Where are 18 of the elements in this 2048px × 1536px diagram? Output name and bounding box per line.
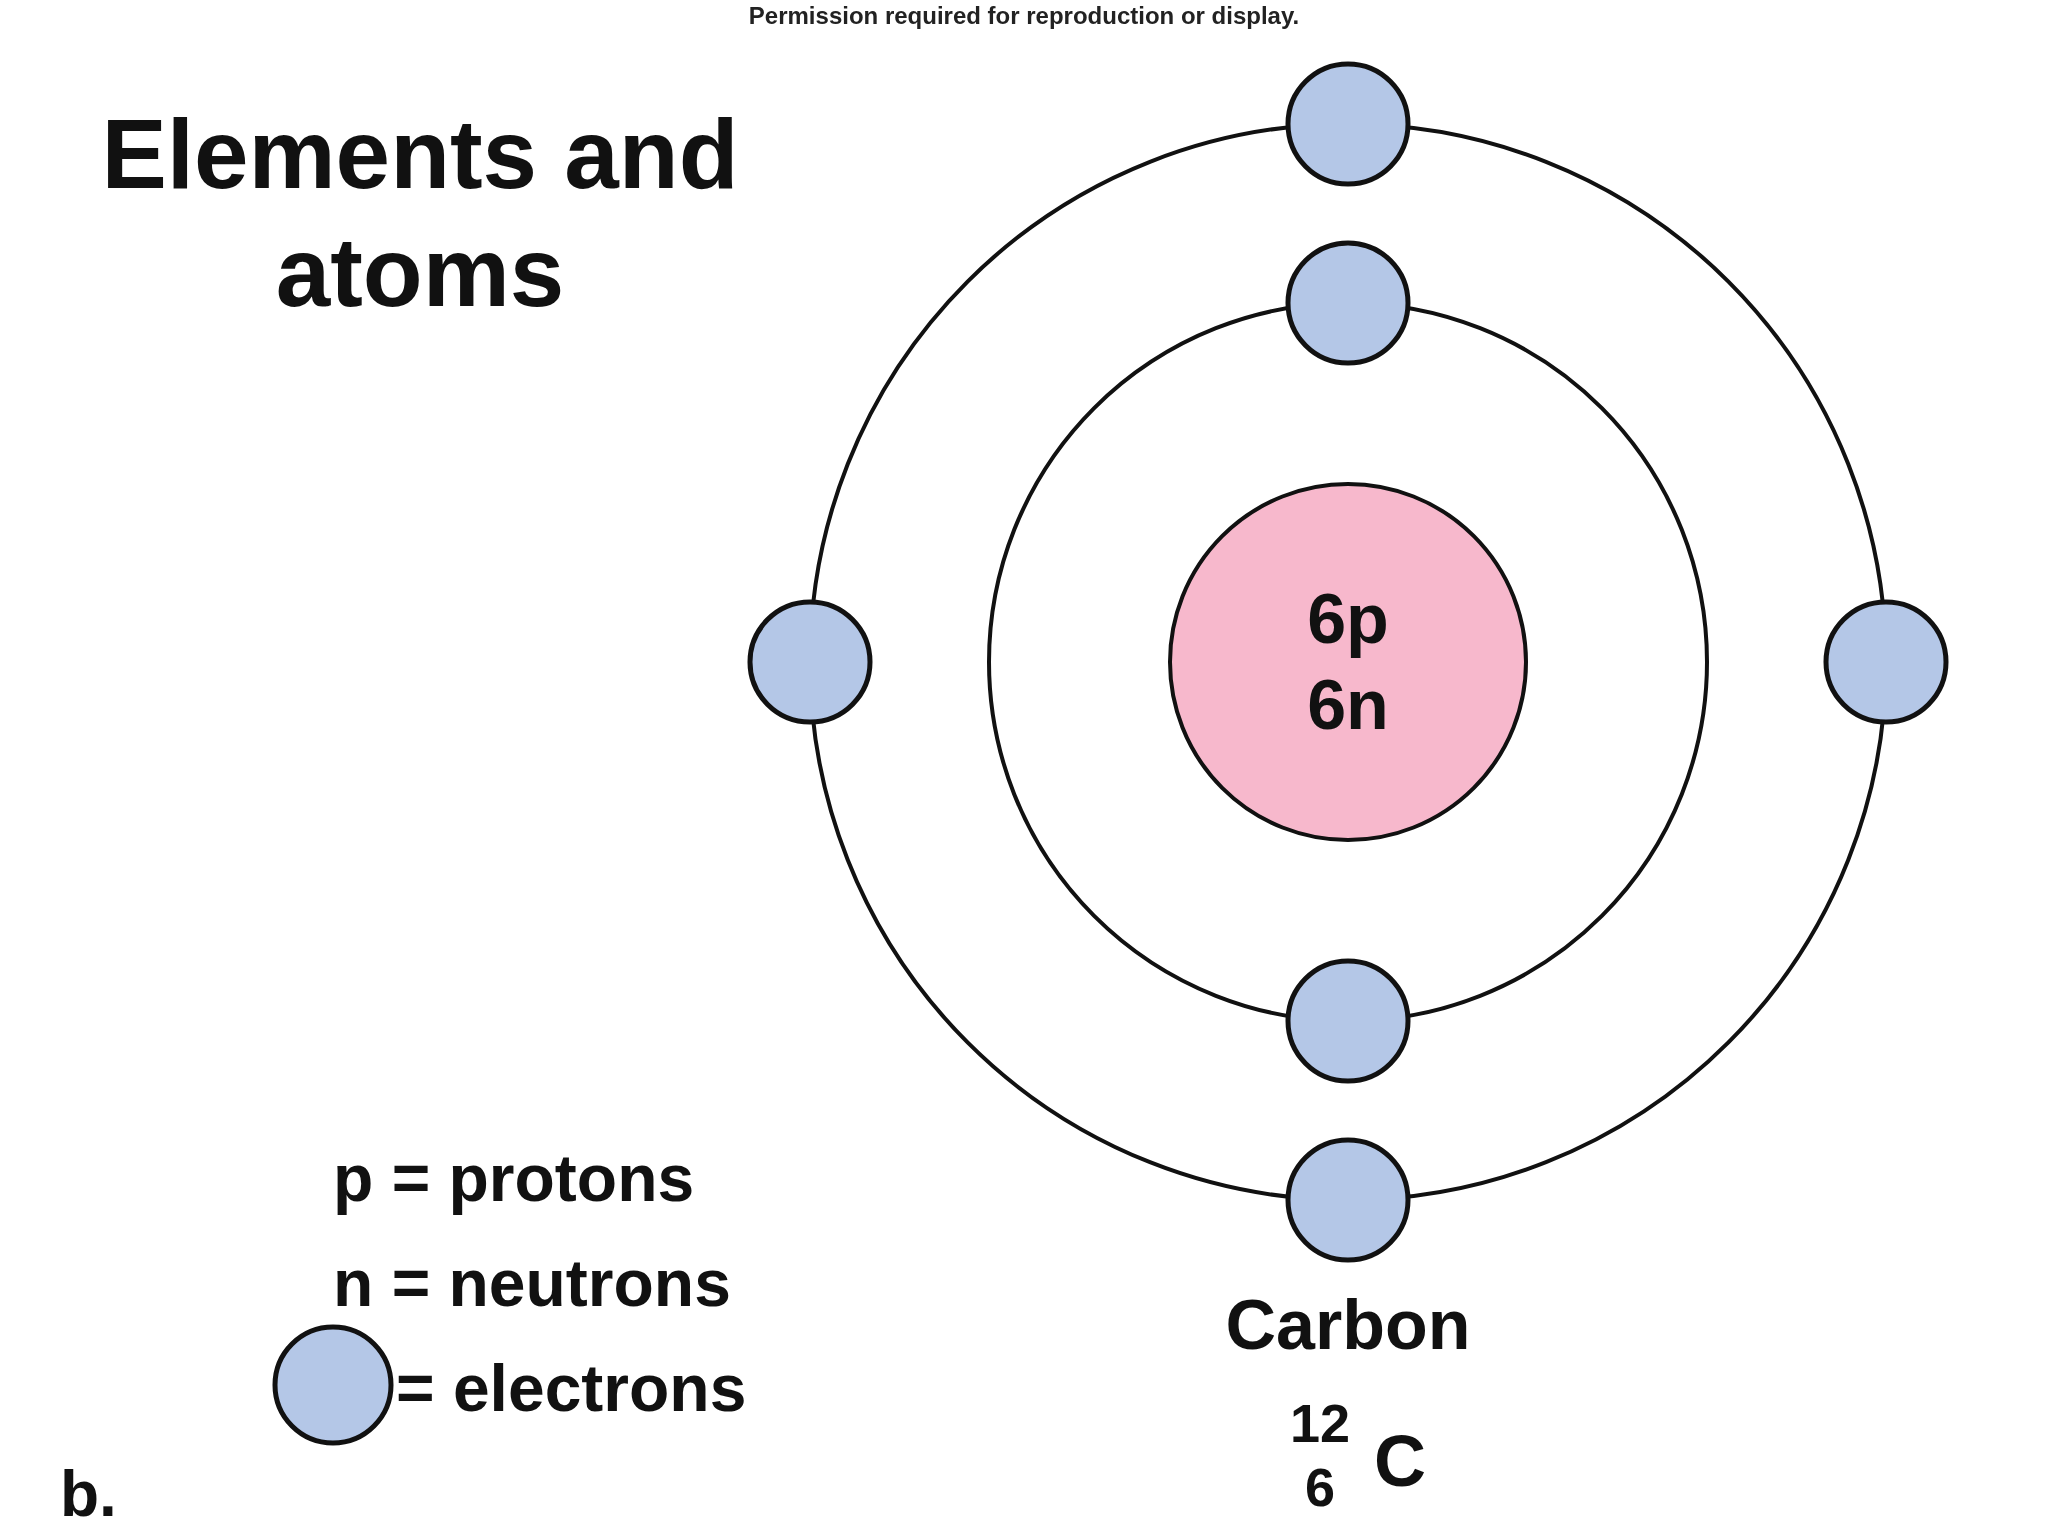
copyright-notice: Permission required for reproduction or display. (748, 4, 1300, 28)
legend-text: p = protons (333, 1140, 695, 1216)
panel-label: b. (60, 1462, 117, 1526)
electron-circle (1285, 61, 1411, 187)
nucleus-label: 6p (1307, 579, 1389, 660)
legend-text: n = neutrons (333, 1245, 731, 1321)
electron-circle (1823, 599, 1949, 725)
electron-circle (1285, 1137, 1411, 1263)
title: Elements and atoms (100, 98, 740, 329)
electron-circle (747, 599, 873, 725)
legend-text: = electrons (396, 1350, 747, 1426)
electron-circle (1285, 958, 1411, 1084)
nucleus-label: 6n (1307, 665, 1389, 746)
atomic-number: 6 (1305, 1460, 1335, 1514)
element-name: Carbon (1225, 1290, 1471, 1360)
element-symbol: C (1374, 1425, 1426, 1497)
electron-circle (1285, 240, 1411, 366)
mass-number: 12 (1289, 1396, 1351, 1450)
